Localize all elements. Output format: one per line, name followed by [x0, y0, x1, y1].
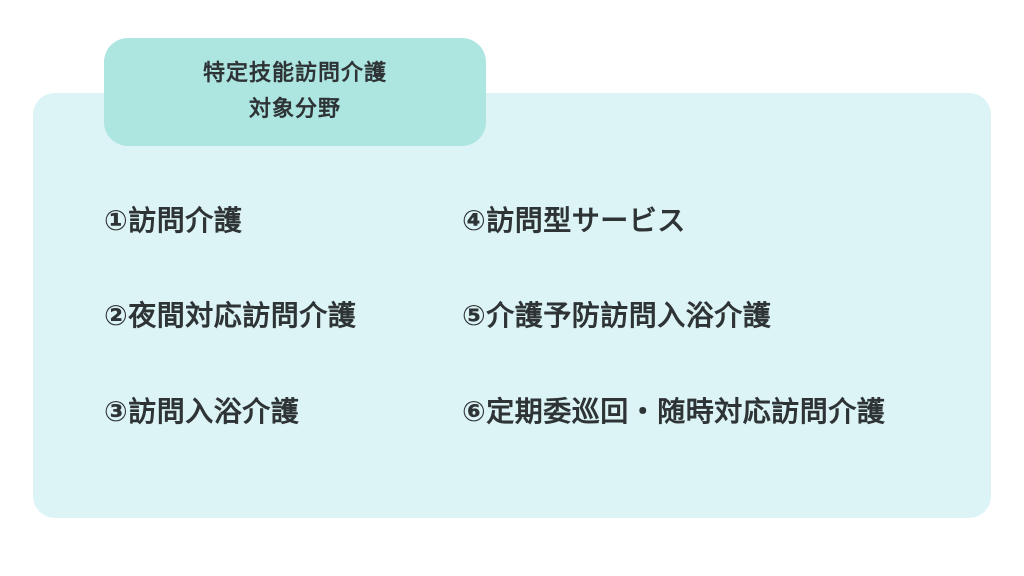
list-item-2: ②夜間対応訪問介護 [104, 299, 357, 332]
header-tab: 特定技能訪問介護 対象分野 [104, 38, 486, 146]
list-item-6: ⑥定期委巡回・随時対応訪問介護 [462, 395, 886, 428]
header-title-line-1: 特定技能訪問介護 [202, 61, 387, 86]
list-item-1: ①訪問介護 [104, 204, 243, 237]
content-panel [33, 93, 991, 518]
list-item-3: ③訪問入浴介護 [104, 395, 300, 428]
list-item-5: ⑤介護予防訪問入浴介護 [462, 299, 772, 332]
header-title-line-2: 対象分野 [248, 97, 341, 122]
list-item-4: ④訪問型サービス [462, 204, 686, 237]
